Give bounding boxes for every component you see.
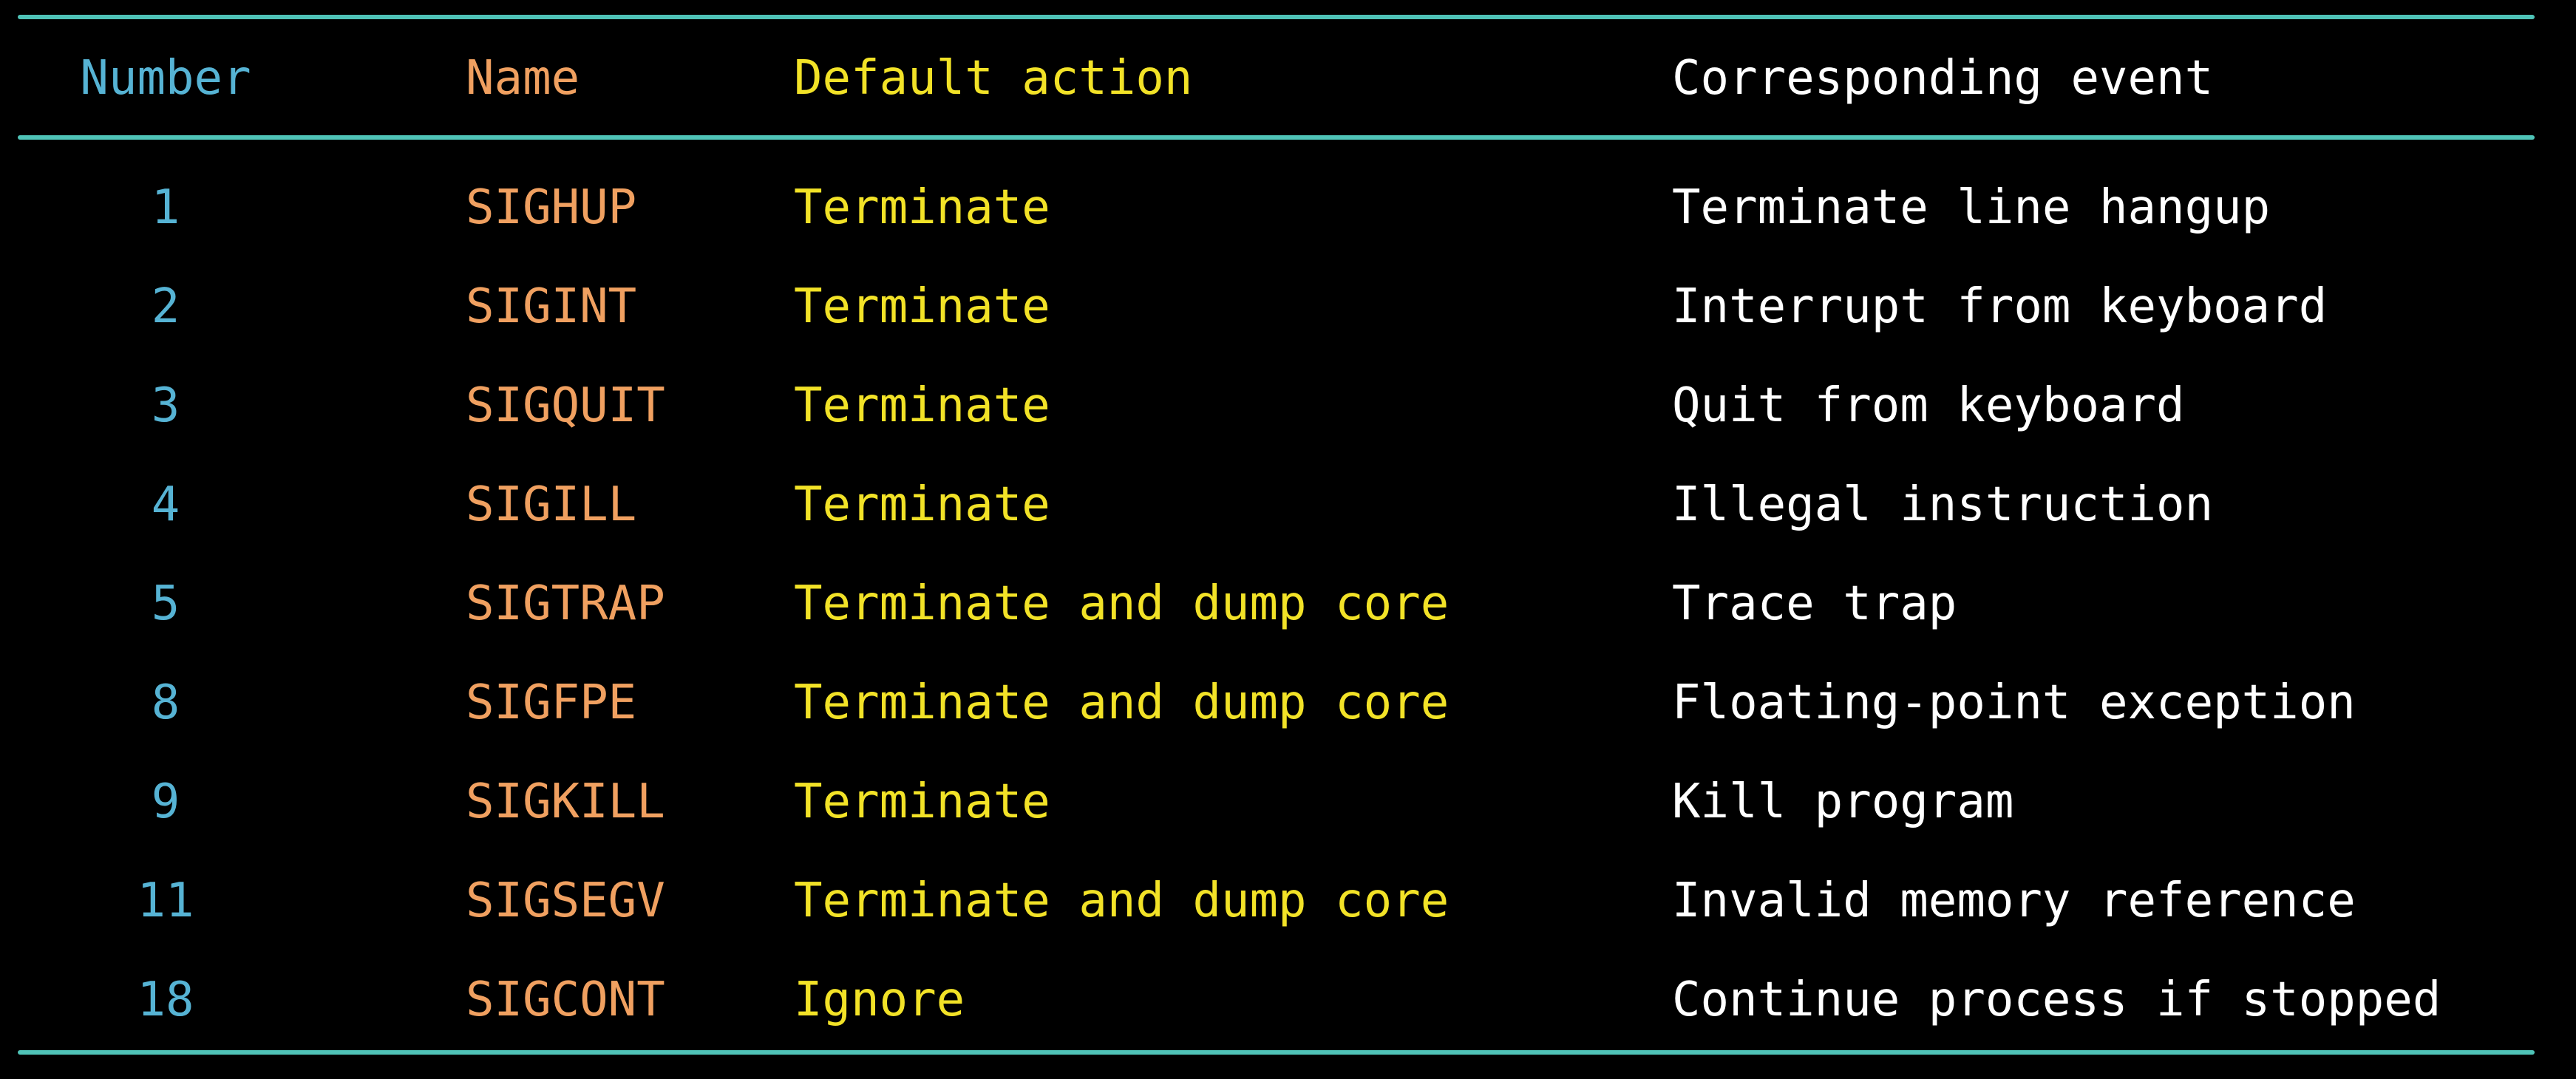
cell-event: Continue process if stopped — [1672, 973, 2441, 1027]
cell-number: 2 — [151, 279, 180, 334]
cell-action: Terminate and dump core — [794, 874, 1450, 928]
cell-number: 11 — [137, 874, 194, 928]
table-row: 3 SIGQUIT Terminate Quit from keyboard — [18, 356, 2535, 455]
cell-number: 8 — [151, 675, 180, 730]
cell-action: Terminate — [794, 477, 1050, 532]
table-row: 8 SIGFPE Terminate and dump core Floating-p… — [18, 653, 2535, 752]
header-name: Name — [466, 51, 580, 106]
cell-action: Terminate — [794, 180, 1050, 235]
cell-action: Ignore — [794, 973, 965, 1027]
cell-event: Interrupt from keyboard — [1672, 279, 2328, 334]
cell-event: Trace trap — [1672, 576, 1957, 631]
cell-name: SIGTRAP — [466, 576, 665, 631]
bottom-rule — [18, 1050, 2535, 1055]
cell-event: Floating-point exception — [1672, 675, 2356, 730]
cell-event: Terminate line hangup — [1672, 180, 2271, 235]
table-header: Number Name Default action Corresponding… — [18, 41, 2535, 115]
cell-name: SIGFPE — [466, 675, 637, 730]
cell-number: 9 — [151, 775, 180, 829]
cell-number: 4 — [151, 477, 180, 532]
cell-event: Kill program — [1672, 775, 2014, 829]
table-row: 2 SIGINT Terminate Interrupt from keyboard — [18, 257, 2535, 356]
cell-number: 18 — [137, 973, 194, 1027]
cell-event: Invalid memory reference — [1672, 874, 2356, 928]
cell-event: Quit from keyboard — [1672, 378, 2185, 433]
cell-action: Terminate and dump core — [794, 576, 1450, 631]
header-rule — [18, 135, 2535, 140]
cell-name: SIGKILL — [466, 775, 665, 829]
cell-number: 5 — [151, 576, 180, 631]
table-row: 4 SIGILL Terminate Illegal instruction — [18, 455, 2535, 554]
table-row: 18 SIGCONT Ignore Continue process if stopp… — [18, 950, 2535, 1049]
top-rule — [18, 15, 2535, 19]
cell-name: SIGILL — [466, 477, 637, 532]
table-row: 5 SIGTRAP Terminate and dump core Trace tra… — [18, 554, 2535, 653]
cell-number: 1 — [151, 180, 180, 235]
signal-table: Number Name Default action Corresponding… — [18, 0, 2535, 1079]
cell-action: Terminate — [794, 775, 1050, 829]
cell-event: Illegal instruction — [1672, 477, 2214, 532]
cell-name: SIGQUIT — [466, 378, 665, 433]
cell-name: SIGINT — [466, 279, 637, 334]
header-action: Default action — [794, 51, 1193, 106]
header-event: Corresponding event — [1672, 51, 2214, 106]
cell-action: Terminate — [794, 378, 1050, 433]
header-number: Number — [80, 51, 251, 106]
table-row: 1 SIGHUP Terminate Terminate line hangup — [18, 158, 2535, 257]
cell-number: 3 — [151, 378, 180, 433]
cell-name: SIGCONT — [466, 973, 665, 1027]
cell-name: SIGSEGV — [466, 874, 665, 928]
cell-action: Terminate — [794, 279, 1050, 334]
table-row: 11 SIGSEGV Terminate and dump core Invalid … — [18, 851, 2535, 950]
cell-action: Terminate and dump core — [794, 675, 1450, 730]
table-row: 9 SIGKILL Terminate Kill program — [18, 752, 2535, 851]
cell-name: SIGHUP — [466, 180, 637, 235]
